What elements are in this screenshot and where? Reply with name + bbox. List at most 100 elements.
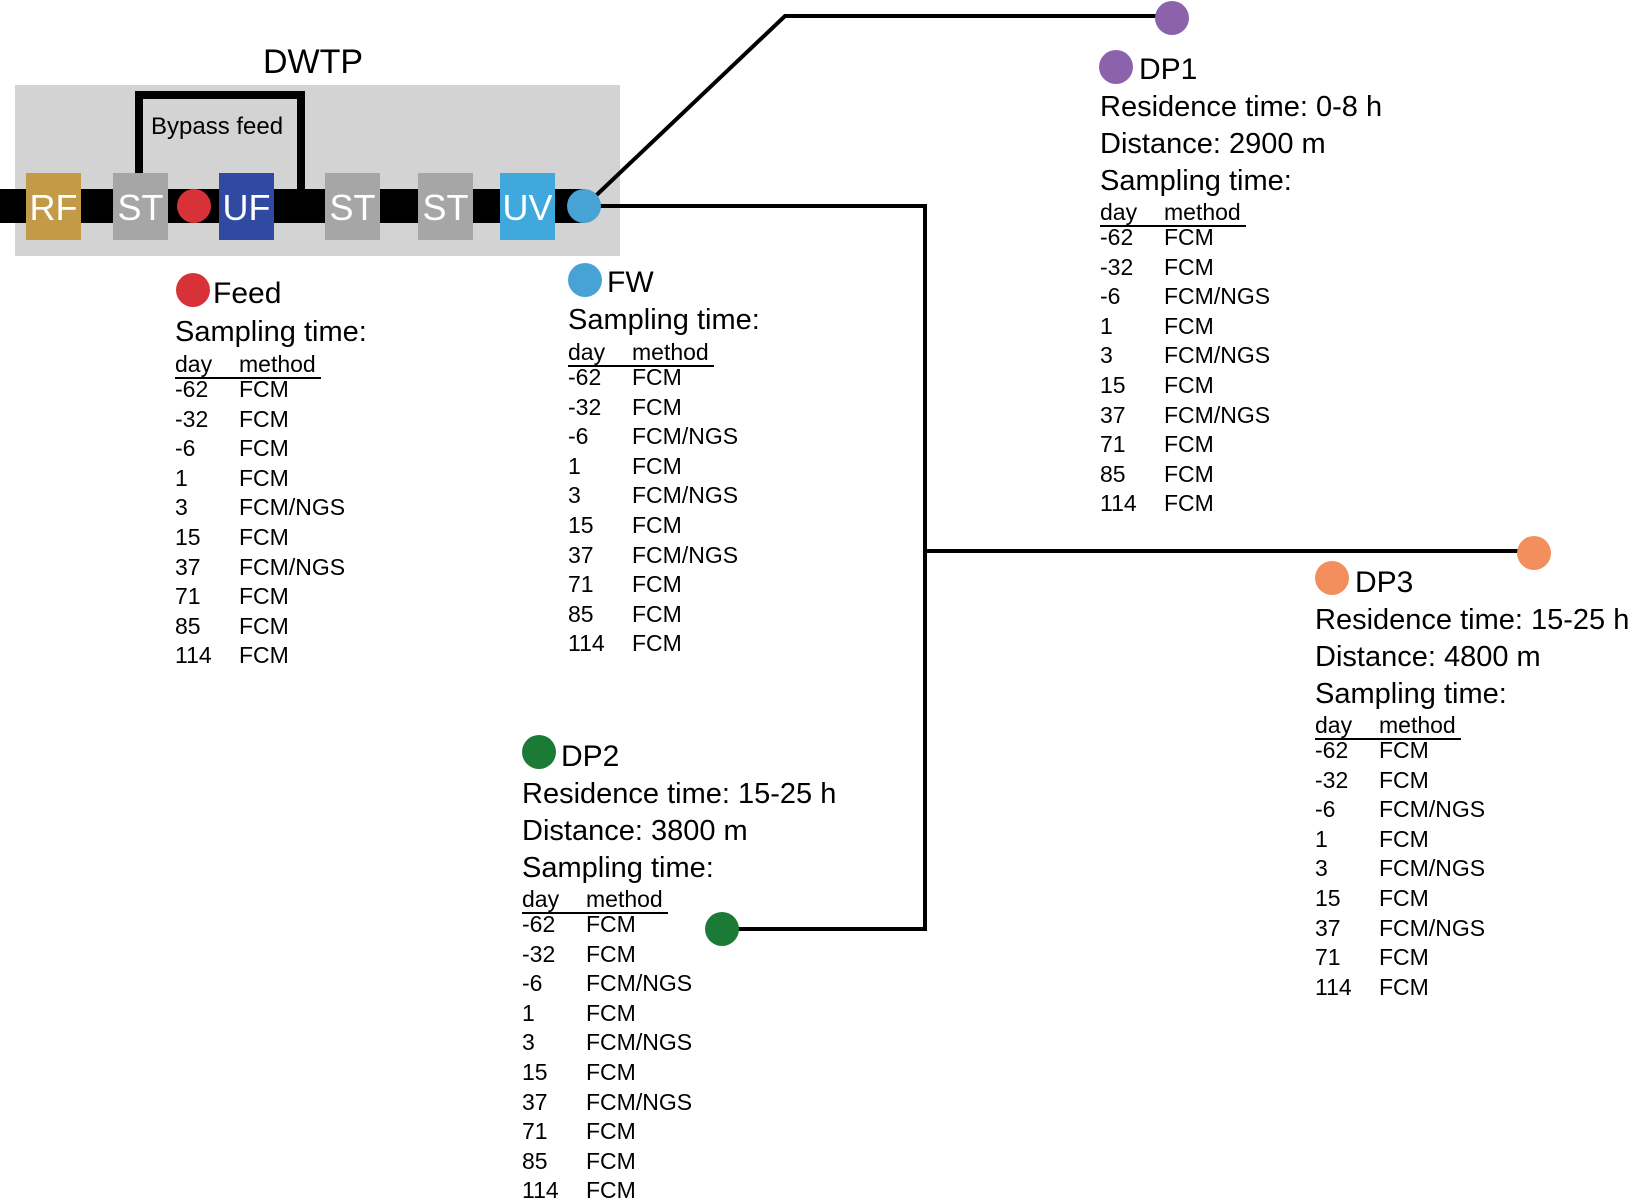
pipe-to-distribution — [585, 204, 927, 931]
dp3-schedule-header: day method — [1315, 714, 1461, 740]
dp2-sampling-title: Sampling time: — [522, 852, 714, 884]
unit-box-st-3 — [418, 173, 473, 240]
dp3-schedule-day: -6 — [1315, 796, 1336, 822]
dp1-schedule-day: 37 — [1100, 402, 1126, 428]
feed-schedule-day: 37 — [175, 554, 201, 580]
dp1-schedule-day: -6 — [1100, 283, 1121, 309]
feed-marker-dot — [177, 189, 211, 223]
dp2-distance: Distance: 3800 m — [522, 815, 748, 847]
feed-schedule-method: FCM/NGS — [239, 554, 346, 580]
fw-schedule-day: -6 — [568, 423, 589, 449]
dp2-schedule-day: 15 — [522, 1059, 548, 1085]
dp3-schedule-method: FCM — [1379, 767, 1429, 793]
dp1-schedule-day: 85 — [1100, 461, 1126, 487]
dp2-schedule-header: day method — [522, 888, 668, 914]
fw-schedule-method: FCM/NGS — [632, 542, 739, 568]
feed-sampling-title: Sampling time: — [175, 316, 367, 348]
dp3-schedule-day: 3 — [1315, 855, 1328, 881]
dp1-schedule-day: 3 — [1100, 342, 1113, 368]
dp1-residence: Residence time: 0-8 h — [1100, 91, 1383, 123]
feed-schedule-day: 85 — [175, 613, 201, 639]
unit-label-st-2: ST — [329, 187, 376, 228]
fw-schedule-method: FCM — [632, 364, 682, 390]
unit-label-st-3: ST — [422, 187, 469, 228]
pipe-to-dp1 — [583, 14, 1170, 208]
dp3-schedule-method: FCM/NGS — [1379, 796, 1486, 822]
fw-schedule-method: FCM — [632, 453, 682, 479]
dp3-schedule-day: 114 — [1315, 974, 1352, 1000]
unit-box-st-2 — [325, 173, 380, 240]
dp2-schedule-day: 3 — [522, 1029, 535, 1055]
dp2-schedule-day: 37 — [522, 1089, 548, 1115]
unit-box-st-1 — [113, 173, 168, 240]
dp3-schedule-day: 71 — [1315, 944, 1341, 970]
fw-schedule-day: -32 — [568, 394, 602, 420]
feed-schedule-header: day method — [175, 353, 321, 379]
dp1-schedule-header: day method — [1100, 201, 1246, 227]
dp3-method-header: method — [1379, 712, 1456, 738]
dp3-sampling-title: Sampling time: — [1315, 678, 1507, 710]
dp3-day-header: day — [1315, 712, 1353, 738]
unit-label-st-1: ST — [117, 187, 164, 228]
fw-schedule-method: FCM/NGS — [632, 423, 739, 449]
feed-method-header: method — [239, 351, 316, 377]
fw-schedule-day: 71 — [568, 571, 594, 597]
dp1-sampling-title: Sampling time: — [1100, 165, 1292, 197]
dp1-schedule-method: FCM — [1164, 224, 1214, 250]
dp3-schedule-method: FCM — [1379, 826, 1429, 852]
fw-schedule-day: 15 — [568, 512, 594, 538]
dp1-distance: Distance: 2900 m — [1100, 128, 1326, 160]
dp1-schedule-method: FCM/NGS — [1164, 402, 1271, 428]
dp2-schedule-method: FCM/NGS — [586, 970, 693, 996]
fw-schedule-day: -62 — [568, 364, 602, 390]
fw-schedule-day: 85 — [568, 601, 594, 627]
feed-schedule-method: FCM — [239, 465, 289, 491]
dp2-schedule-day: -62 — [522, 911, 556, 937]
dp1-schedule-day: 1 — [1100, 313, 1113, 339]
fw-name: FW — [607, 266, 654, 299]
dp2-method-header: method — [586, 886, 663, 912]
fw-schedule-day: 1 — [568, 453, 581, 479]
plant-title: DWTP — [263, 43, 364, 81]
dp2-residence: Residence time: 15-25 h — [522, 778, 837, 810]
fw-marker-dot — [567, 189, 601, 223]
dp1-legend-dot — [1099, 50, 1133, 84]
unit-label-rf: RF — [29, 187, 78, 228]
dp2-marker-dot — [705, 912, 739, 946]
fw-method-header: method — [632, 339, 709, 365]
dp2-schedule-day: 85 — [522, 1148, 548, 1174]
dp2-schedule-day: -32 — [522, 941, 556, 967]
dp1-day-header: day — [1100, 199, 1138, 225]
fw-schedule-day: 114 — [568, 630, 605, 656]
dp3-marker-dot — [1517, 536, 1551, 570]
fw-schedule-method: FCM — [632, 571, 682, 597]
treatment-units — [26, 173, 555, 240]
dp1-schedule-method: FCM — [1164, 431, 1214, 457]
feed-schedule-day: 3 — [175, 494, 188, 520]
dp2-schedule-method: FCM/NGS — [586, 1089, 693, 1115]
dp1-schedule-method: FCM — [1164, 313, 1214, 339]
dp3-schedule-day: 15 — [1315, 885, 1341, 911]
feed-schedule-day: -32 — [175, 406, 209, 432]
dp1-schedule-day: 15 — [1100, 372, 1126, 398]
dp1-schedule-method: FCM/NGS — [1164, 283, 1271, 309]
dp2-schedule-day: -6 — [522, 970, 543, 996]
dp2-schedule-day: 114 — [522, 1177, 559, 1203]
feed-schedule-day: -62 — [175, 376, 209, 402]
dp2-schedule-method: FCM — [586, 1177, 636, 1203]
fw-day-header: day — [568, 339, 606, 365]
fw-schedule-day: 3 — [568, 482, 581, 508]
feed-schedule-day: 71 — [175, 583, 201, 609]
feed-schedule-method: FCM/NGS — [239, 494, 346, 520]
dp1-schedule-method: FCM/NGS — [1164, 342, 1271, 368]
dp1-schedule-method: FCM — [1164, 372, 1214, 398]
dp1-schedule-day: -32 — [1100, 254, 1134, 280]
dp1-schedule-method: FCM — [1164, 461, 1214, 487]
unit-label-uf: UF — [222, 187, 271, 228]
dp2-schedule-day: 1 — [522, 1000, 535, 1026]
unit-box-rf — [26, 173, 81, 240]
dp1-schedule-method: FCM — [1164, 490, 1214, 516]
feed-schedule-method: FCM — [239, 435, 289, 461]
dp3-schedule-day: -32 — [1315, 767, 1349, 793]
